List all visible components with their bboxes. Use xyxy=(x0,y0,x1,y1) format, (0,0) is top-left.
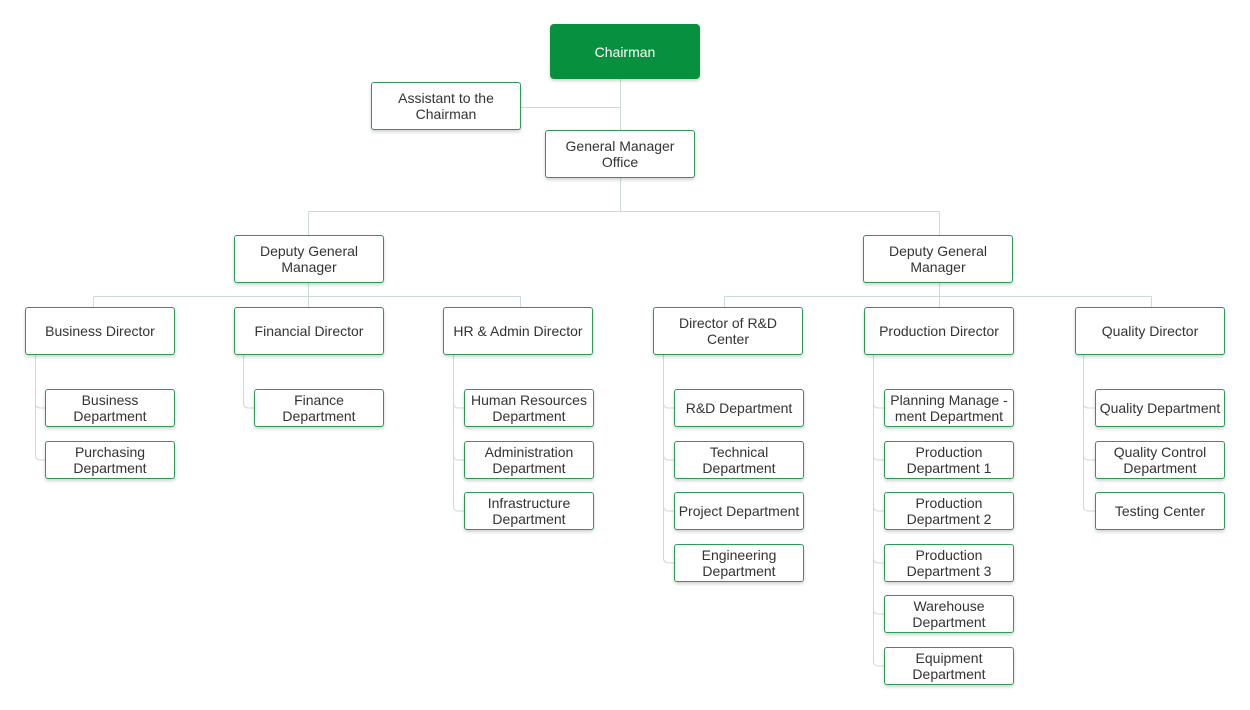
gm-office-label: General Manager Office xyxy=(565,138,675,170)
connector-rd-depts xyxy=(663,355,675,564)
department-label: R&D Department xyxy=(685,400,793,416)
financial-director-node[interactable]: Financial Director xyxy=(234,307,384,355)
testing-center-node[interactable]: Testing Center xyxy=(1095,492,1225,530)
technical-department-node[interactable]: Technical Department xyxy=(674,441,804,479)
department-label: Quality Department xyxy=(1099,400,1221,416)
project-department-node[interactable]: Project Department xyxy=(674,492,804,530)
department-label: Production Department 1 xyxy=(906,444,992,476)
rd-director-node[interactable]: Director of R&D Center xyxy=(653,307,803,355)
finance-department-node[interactable]: Finance Department xyxy=(254,389,384,427)
production-director-node[interactable]: Production Director xyxy=(864,307,1014,355)
quality-director-node[interactable]: Quality Director xyxy=(1075,307,1225,355)
deputy-gm-right-node[interactable]: Deputy General Manager xyxy=(863,235,1013,283)
deputy-gm-left-node[interactable]: Deputy General Manager xyxy=(234,235,384,283)
department-label: Planning Manage -ment Department xyxy=(890,392,1008,424)
department-label: Equipment Department xyxy=(912,650,986,682)
business-department-node[interactable]: Business Department xyxy=(45,389,175,427)
deputy-gm-left-label: Deputy General Manager xyxy=(259,243,359,275)
connector-production-depts xyxy=(873,355,885,667)
chairman-label: Chairman xyxy=(594,43,656,60)
human-resources-department-node[interactable]: Human Resources Department xyxy=(464,389,594,427)
deputy-gm-right-label: Deputy General Manager xyxy=(888,243,988,275)
department-label: Infrastructure Department xyxy=(487,495,571,527)
connector-financial-depts xyxy=(243,355,255,409)
hr-admin-director-node[interactable]: HR & Admin Director xyxy=(443,307,593,355)
department-label: Business Department xyxy=(73,392,147,424)
connector-quality-depts xyxy=(1083,355,1096,512)
quality-control-department-node[interactable]: Quality Control Department xyxy=(1095,441,1225,479)
production-department-3-node[interactable]: Production Department 3 xyxy=(884,544,1014,582)
rd-department-node[interactable]: R&D Department xyxy=(674,389,804,427)
department-label: Production Department 2 xyxy=(906,495,992,527)
purchasing-department-node[interactable]: Purchasing Department xyxy=(45,441,175,479)
rd-director-label: Director of R&D Center xyxy=(678,315,778,347)
department-label: Finance Department xyxy=(282,392,356,424)
assistant-node[interactable]: Assistant to the Chairman xyxy=(371,82,521,130)
department-label: Engineering Department xyxy=(701,547,777,579)
department-label: Production Department 3 xyxy=(906,547,992,579)
department-label: Administration Department xyxy=(484,444,574,476)
department-label: Quality Control Department xyxy=(1113,444,1207,476)
connector-hr-depts xyxy=(453,355,465,512)
administration-department-node[interactable]: Administration Department xyxy=(464,441,594,479)
production-department-1-node[interactable]: Production Department 1 xyxy=(884,441,1014,479)
department-label: Project Department xyxy=(678,503,800,519)
department-label: Technical Department xyxy=(702,444,776,476)
infrastructure-department-node[interactable]: Infrastructure Department xyxy=(464,492,594,530)
engineering-department-node[interactable]: Engineering Department xyxy=(674,544,804,582)
department-label: Purchasing Department xyxy=(73,444,147,476)
warehouse-department-node[interactable]: Warehouse Department xyxy=(884,595,1014,633)
quality-director-label: Quality Director xyxy=(1101,323,1199,339)
gm-office-node[interactable]: General Manager Office xyxy=(545,130,695,178)
chairman-node[interactable]: Chairman xyxy=(550,24,700,79)
hr-admin-director-label: HR & Admin Director xyxy=(453,323,583,339)
connector-business-depts xyxy=(35,355,46,461)
production-director-label: Production Director xyxy=(879,323,999,339)
department-label: Warehouse Department xyxy=(912,598,986,630)
business-director-label: Business Director xyxy=(45,323,155,339)
quality-department-node[interactable]: Quality Department xyxy=(1095,389,1225,427)
assistant-label: Assistant to the Chairman xyxy=(398,90,494,122)
equipment-department-node[interactable]: Equipment Department xyxy=(884,647,1014,685)
production-department-2-node[interactable]: Production Department 2 xyxy=(884,492,1014,530)
business-director-node[interactable]: Business Director xyxy=(25,307,175,355)
financial-director-label: Financial Director xyxy=(254,323,364,339)
planning-management-department-node[interactable]: Planning Manage -ment Department xyxy=(884,389,1014,427)
department-label: Testing Center xyxy=(1114,503,1206,519)
department-label: Human Resources Department xyxy=(471,392,587,424)
